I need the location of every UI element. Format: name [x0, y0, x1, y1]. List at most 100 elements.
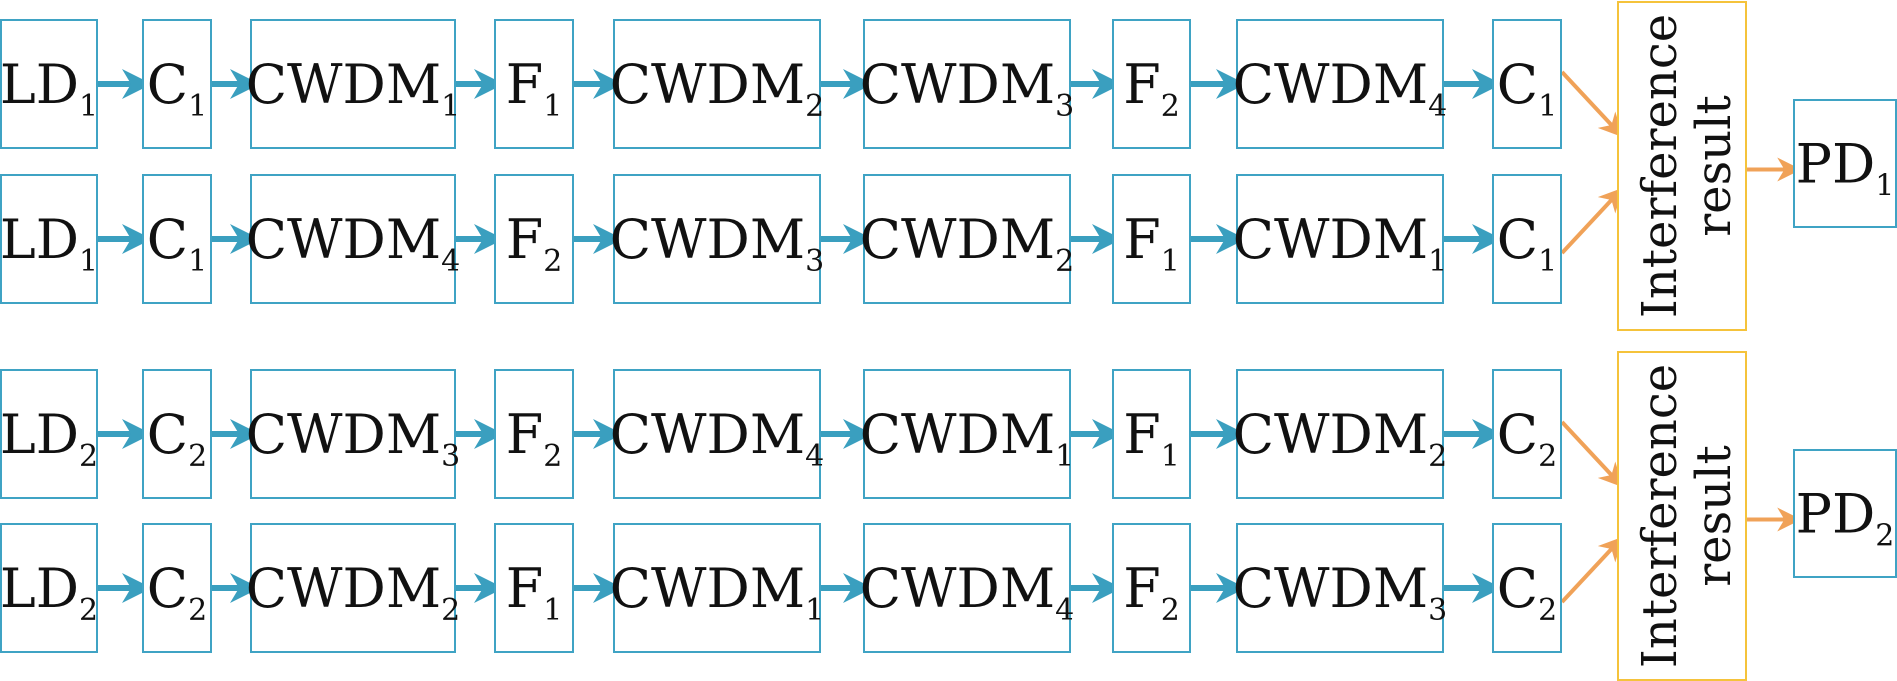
- c-box: [1492, 19, 1562, 149]
- ld-label-subscript: 2: [79, 439, 98, 474]
- cwdm-label: CWDM1: [610, 557, 825, 628]
- cwdm-box: [863, 174, 1071, 304]
- c-box: [142, 369, 212, 499]
- interference-line-1: Interference: [1632, 364, 1688, 668]
- cwdm-label-base: CWDM: [246, 208, 441, 271]
- ld-box: [0, 19, 98, 149]
- c-label-subscript: 2: [1538, 439, 1557, 474]
- cwdm-label-subscript: 4: [441, 244, 460, 279]
- cwdm-label-base: CWDM: [610, 208, 805, 271]
- photodetector-box: [1793, 99, 1897, 228]
- cwdm-label: CWDM4: [610, 403, 825, 474]
- c-box: [1492, 523, 1562, 653]
- f-label-base: F: [506, 557, 543, 620]
- cwdm-label-subscript: 3: [805, 244, 824, 279]
- cwdm-label: CWDM1: [246, 53, 461, 124]
- c-label-subscript: 2: [188, 593, 207, 628]
- cwdm-box: [250, 19, 456, 149]
- c-label-base: C: [147, 403, 188, 466]
- c-label-subscript: 1: [188, 89, 207, 124]
- c-box: [1492, 369, 1562, 499]
- f-box: [1112, 369, 1191, 499]
- f-box: [1112, 523, 1191, 653]
- cwdm-label-base: CWDM: [1233, 53, 1428, 116]
- interference-group-2: Interferenceresult PD2: [1617, 351, 1897, 681]
- cwdm-box: [863, 523, 1071, 653]
- cwdm-box: [250, 523, 456, 653]
- f-label-base: F: [506, 403, 543, 466]
- cwdm-box: [613, 369, 821, 499]
- cwdm-label-subscript: 2: [441, 593, 460, 628]
- photodetector-label: PD1: [1796, 133, 1895, 204]
- cwdm-label-base: CWDM: [610, 53, 805, 116]
- f-label-base: F: [506, 53, 543, 116]
- cwdm-label-subscript: 2: [805, 89, 824, 124]
- interference-line-2: result: [1686, 95, 1742, 237]
- cwdm-label-subscript: 4: [805, 439, 824, 474]
- cwdm-label-base: CWDM: [1233, 557, 1428, 620]
- f-label-base: F: [1123, 53, 1160, 116]
- cwdm-box: [613, 174, 821, 304]
- f-label-subscript: 1: [543, 593, 562, 628]
- f-label-subscript: 2: [543, 244, 562, 279]
- cwdm-label-base: CWDM: [860, 53, 1055, 116]
- cwdm-label-base: CWDM: [860, 403, 1055, 466]
- cwdm-label: CWDM2: [610, 53, 825, 124]
- c-label-base: C: [147, 53, 188, 116]
- cwdm-label-subscript: 3: [441, 439, 460, 474]
- ld-box: [0, 369, 98, 499]
- f-label-subscript: 1: [1161, 244, 1180, 279]
- combine-arrow: [1560, 187, 1623, 255]
- f-label-base: F: [506, 208, 543, 271]
- combine-arrow: [1560, 536, 1623, 604]
- photodetector-label: PD2: [1796, 483, 1895, 554]
- cwdm-label-base: CWDM: [610, 557, 805, 620]
- c-label-subscript: 2: [188, 439, 207, 474]
- f-box: [494, 369, 574, 499]
- photodetector-box: [1793, 449, 1897, 578]
- cwdm-label-subscript: 2: [1055, 244, 1074, 279]
- f-box: [494, 523, 574, 653]
- f-box: [1112, 19, 1191, 149]
- cwdm-box: [863, 19, 1071, 149]
- cwdm-box: [863, 369, 1071, 499]
- c-label-base: C: [147, 208, 188, 271]
- c-label: C2: [1497, 557, 1557, 628]
- cwdm-label-subscript: 3: [1055, 89, 1074, 124]
- interference-result-label: Interferenceresult: [1632, 364, 1742, 668]
- cwdm-label: CWDM1: [1233, 208, 1448, 279]
- c-label: C2: [147, 403, 207, 474]
- ld-label-base: LD: [0, 403, 79, 466]
- f-label-base: F: [1123, 208, 1160, 271]
- f-label-base: F: [1123, 557, 1160, 620]
- f-label: F1: [506, 557, 563, 628]
- cwdm-label: CWDM3: [1233, 557, 1448, 628]
- c-label-base: C: [1497, 557, 1538, 620]
- f-label-subscript: 2: [1161, 89, 1180, 124]
- combine-arrow: [1560, 70, 1623, 138]
- photodetector-label-base: PD: [1796, 133, 1876, 196]
- c-label-subscript: 1: [1538, 89, 1557, 124]
- cwdm-label-base: CWDM: [1233, 208, 1428, 271]
- c-label-base: C: [1497, 403, 1538, 466]
- f-box: [494, 174, 574, 304]
- ld-box: [0, 523, 98, 653]
- c-label-base: C: [147, 557, 188, 620]
- f-label: F2: [1123, 557, 1180, 628]
- c-box: [142, 19, 212, 149]
- cwdm-box: [250, 174, 456, 304]
- ld-label-subscript: 2: [79, 593, 98, 628]
- f-label-subscript: 1: [543, 89, 562, 124]
- c-label: C1: [1497, 208, 1557, 279]
- cwdm-label-subscript: 4: [1055, 593, 1074, 628]
- cwdm-label-subscript: 1: [805, 593, 824, 628]
- f-label: F2: [506, 208, 563, 279]
- interference-result-box: [1617, 351, 1747, 681]
- cwdm-label: CWDM3: [610, 208, 825, 279]
- f-label: F1: [1123, 208, 1180, 279]
- cwdm-label: CWDM4: [246, 208, 461, 279]
